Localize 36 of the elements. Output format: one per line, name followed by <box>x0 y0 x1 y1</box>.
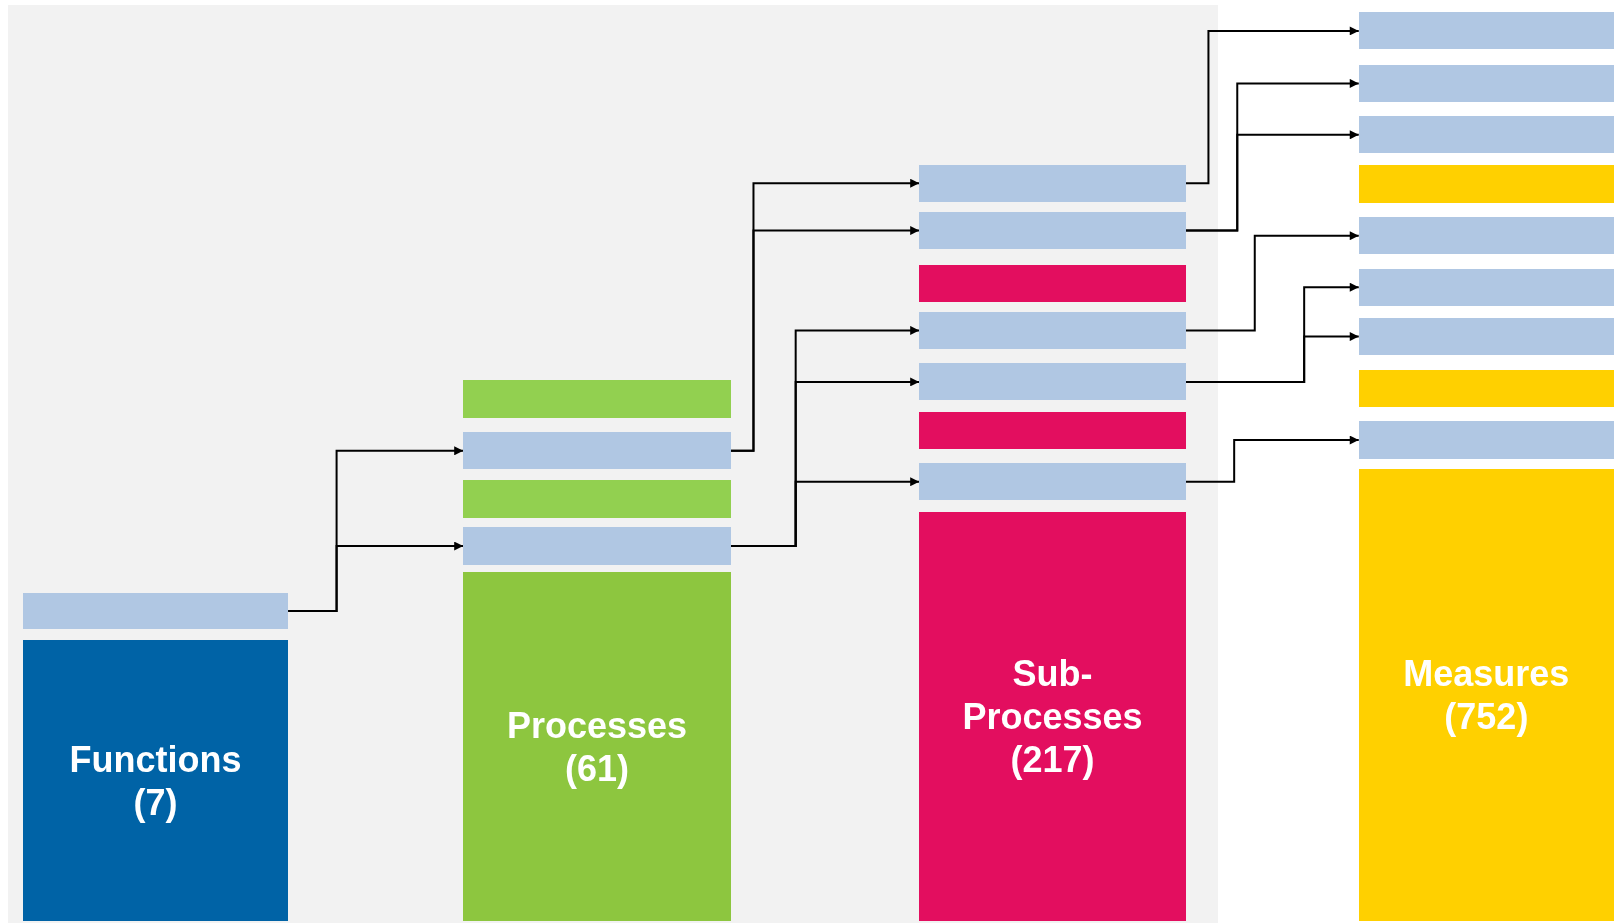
bar <box>919 164 1186 202</box>
level-block <box>22 640 289 922</box>
level-block <box>1358 469 1614 922</box>
arrow <box>1184 130 1360 232</box>
level-block <box>463 572 731 922</box>
arrow <box>287 541 465 612</box>
bar <box>463 432 731 470</box>
level-label: Processes (61) <box>506 703 688 790</box>
bar <box>919 363 1186 401</box>
bar <box>463 379 731 418</box>
bar <box>22 592 289 629</box>
bar <box>463 527 731 566</box>
arrow <box>1184 26 1360 185</box>
bar <box>1358 318 1614 356</box>
bar <box>1358 12 1614 50</box>
level-label: Functions (7) <box>69 737 242 824</box>
bar <box>1358 64 1614 102</box>
level-block <box>919 511 1186 922</box>
bar <box>463 479 731 518</box>
level-label: Sub- Processes (217) <box>962 651 1143 782</box>
bar <box>919 212 1186 250</box>
arrow <box>729 477 921 548</box>
bar <box>1358 369 1614 407</box>
bar <box>919 411 1186 449</box>
level-label: Measures (752) <box>1403 652 1570 739</box>
arrow <box>729 226 921 452</box>
bar <box>919 311 1186 349</box>
bar <box>1358 116 1614 154</box>
arrow <box>1184 435 1360 483</box>
bar <box>1358 164 1614 203</box>
bar <box>919 463 1186 501</box>
bar <box>919 264 1186 302</box>
arrow <box>1184 231 1360 332</box>
bar <box>1358 217 1614 255</box>
bar <box>1358 421 1614 460</box>
bar <box>1358 268 1614 306</box>
